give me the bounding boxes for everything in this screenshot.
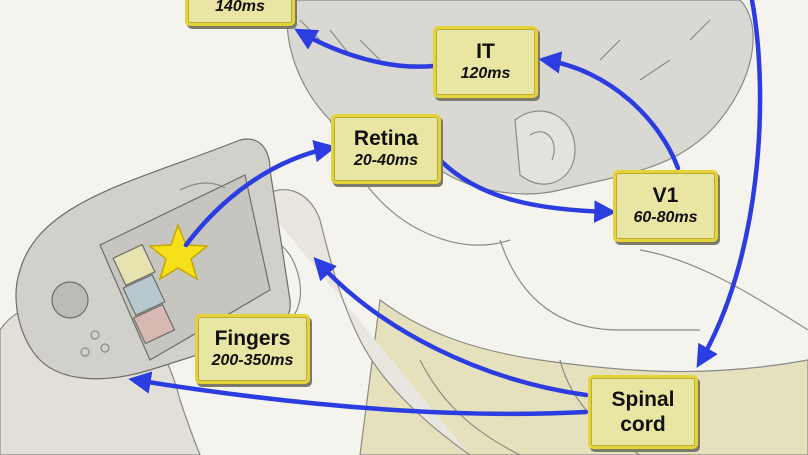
box-it: IT 120ms xyxy=(433,26,538,98)
box-fingers: Fingers 200-350ms xyxy=(195,314,310,384)
box-spinal-label-line1: Spinal xyxy=(611,387,675,411)
arrow-brain-to-spinal xyxy=(696,0,763,368)
arrow-star-to-retina xyxy=(183,140,337,248)
box-spinal-label-line2: cord xyxy=(620,413,666,436)
box-retina-label: Retina xyxy=(353,126,419,150)
star-icon xyxy=(148,222,209,281)
arrow-retina-to-v1 xyxy=(437,157,617,223)
arrow-v1-to-it xyxy=(538,51,681,171)
box-top-time: 140ms xyxy=(215,0,265,15)
box-spinal-cord: Spinal cord xyxy=(588,375,698,449)
box-top-partial: 140ms xyxy=(185,0,295,26)
arrow-spinal-to-fingers xyxy=(128,371,589,417)
box-v1-label: V1 xyxy=(652,183,679,207)
arrow-it-to-top xyxy=(294,28,436,69)
box-v1: V1 60-80ms xyxy=(613,170,718,242)
box-it-label: IT xyxy=(476,39,495,63)
box-retina: Retina 20-40ms xyxy=(331,114,441,184)
box-v1-time: 60-80ms xyxy=(633,209,698,227)
box-it-time: 120ms xyxy=(460,65,511,83)
box-fingers-label: Fingers xyxy=(214,326,291,350)
box-fingers-time: 200-350ms xyxy=(211,352,294,370)
signal-arrows xyxy=(128,0,763,417)
arrow-spinal-to-arm xyxy=(313,257,589,398)
box-retina-time: 20-40ms xyxy=(353,152,419,170)
